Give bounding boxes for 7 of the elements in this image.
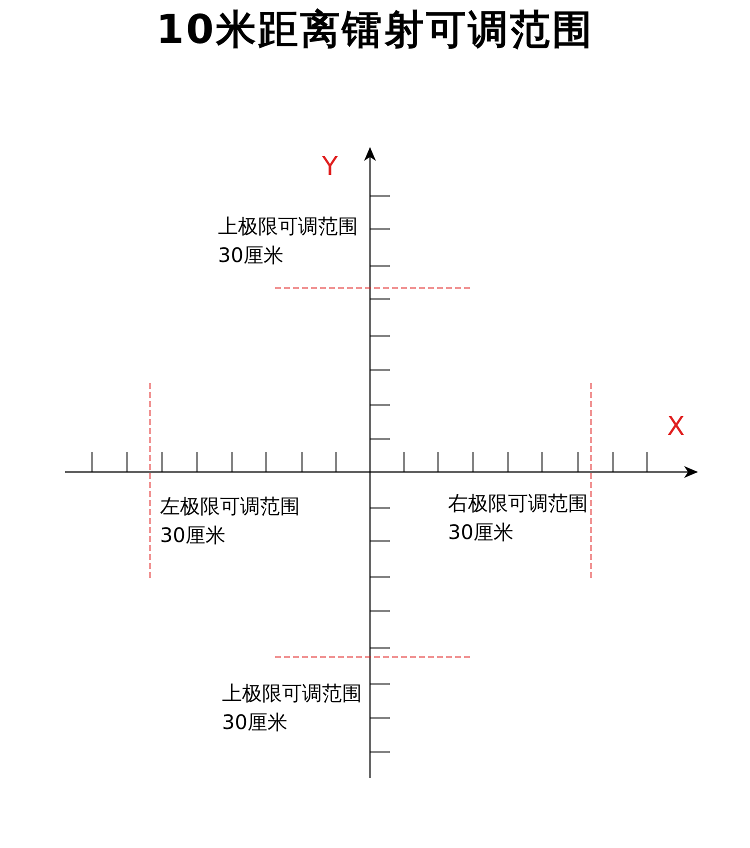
title: 10米距离镭射可调范围	[155, 6, 595, 55]
range-note: 上极限可调范围30厘米	[222, 680, 362, 736]
range-note: 左极限可调范围30厘米	[160, 493, 300, 549]
range-note: 上极限可调范围30厘米	[218, 213, 358, 269]
range-note: 右极限可调范围30厘米	[448, 490, 588, 546]
axis-label: X	[667, 412, 685, 442]
axis-label: Y	[322, 152, 338, 182]
